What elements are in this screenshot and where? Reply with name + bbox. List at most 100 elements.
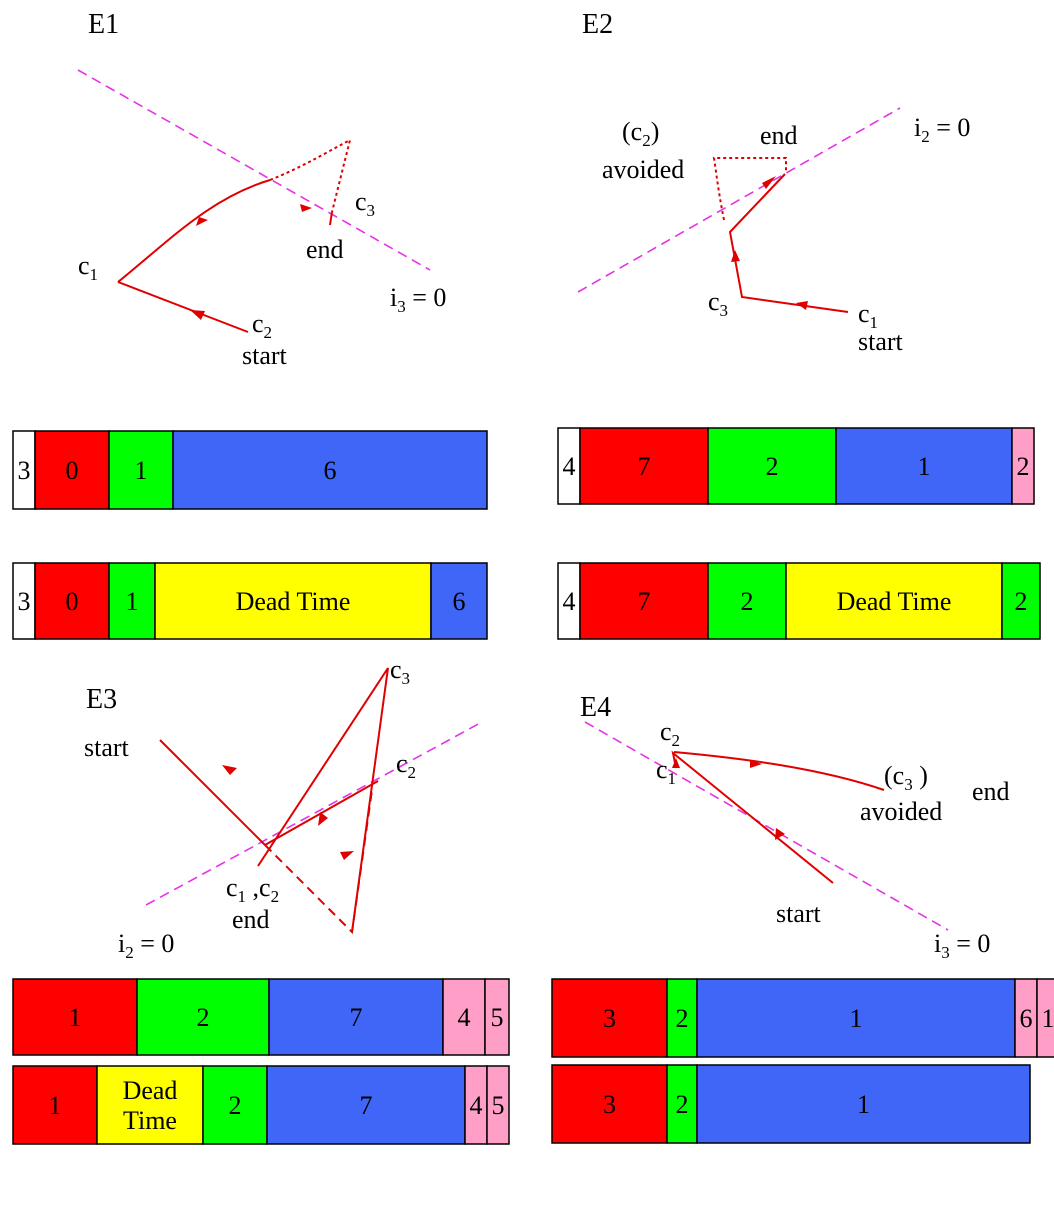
panel-e2: E2 (c2) avoided end i2 = 0 c3 c1 start <box>577 9 970 356</box>
bar-segment-green <box>707 427 837 505</box>
bar-segment-blue <box>696 1064 1031 1144</box>
label-c1-c2: c1 ,c2 <box>226 873 279 906</box>
panel-title-e1: E1 <box>88 9 119 40</box>
label-c3: c3 <box>355 187 375 220</box>
label-c2: c2 <box>660 717 680 750</box>
bar-segment-label: 4 <box>563 452 576 481</box>
direction-arrow <box>190 310 205 320</box>
label-avoided: avoided <box>860 797 942 826</box>
bar-segment-red <box>12 1065 98 1145</box>
bar-segment-label: 2 <box>197 1003 210 1032</box>
label-c3: c3 <box>708 287 728 320</box>
bar-segment-label: 3 <box>18 587 31 616</box>
bar-segment-label: Dead Time <box>236 587 351 616</box>
bar-segment-blue <box>268 978 444 1056</box>
bar-segment-yellow <box>154 562 432 640</box>
schedule-bar-e1-bottom: 3 0 1 Dead Time 6 <box>12 562 488 640</box>
switching-line-i3 <box>77 69 431 271</box>
bar-segment-red <box>579 427 709 505</box>
label-switching-line: i3 = 0 <box>390 283 446 316</box>
direction-arrow <box>762 176 776 189</box>
trajectory-segment <box>329 211 333 226</box>
label-c3-avoided: (c3 ) <box>884 761 928 794</box>
direction-arrow <box>222 765 237 775</box>
label-c1: c1 <box>656 755 676 788</box>
bar-segment-label: 4 <box>470 1091 483 1120</box>
label-start: start <box>776 899 822 928</box>
trajectory-segment <box>117 281 249 333</box>
bar-segment-label: 5 <box>491 1003 504 1032</box>
bar-segment-label: 1 <box>126 587 139 616</box>
label-c2-avoided: (c2) <box>622 117 659 150</box>
direction-arrow <box>731 250 740 262</box>
trajectory-segment <box>673 751 885 791</box>
label-start: start <box>84 733 130 762</box>
bar-segment-yellow <box>96 1065 204 1145</box>
trajectory-dotted-segment <box>712 157 787 221</box>
bar-segment-green <box>666 1064 698 1144</box>
bar-segment-label: 7 <box>638 452 651 481</box>
bar-segment-red <box>551 1064 668 1144</box>
label-switching-line: i3 = 0 <box>934 929 990 962</box>
bar-segment-label: 7 <box>638 587 651 616</box>
label-c2: c2 <box>396 749 416 782</box>
direction-arrow <box>318 812 328 826</box>
label-end: end <box>760 121 798 150</box>
switching-line-i2 <box>145 721 483 906</box>
bar-segment-red <box>34 430 110 510</box>
bar-segment-label: 5 <box>492 1091 505 1120</box>
bar-segment-pink <box>486 1065 510 1145</box>
switching-line-i3 <box>584 721 949 931</box>
bar-segment-label: 7 <box>360 1091 373 1120</box>
bar-segment-label: 2 <box>676 1090 689 1119</box>
switching-line-i2 <box>577 107 901 293</box>
direction-arrow <box>196 217 208 226</box>
bar-segment-blue <box>430 562 488 640</box>
trajectory-segment <box>671 750 834 884</box>
bar-segment-label: 3 <box>603 1090 616 1119</box>
trajectory-segment <box>117 179 271 283</box>
label-c1: c1 <box>858 299 878 332</box>
label-start: start <box>242 341 288 370</box>
bar-segment-label: Dead <box>123 1076 178 1105</box>
bar-segment-green <box>108 562 156 640</box>
bar-segment-label: 1 <box>1042 1004 1054 1033</box>
label-start: start <box>858 327 904 356</box>
bar-segment-label: 6 <box>453 587 466 616</box>
bar-segment-label: 0 <box>66 587 79 616</box>
panel-title-e3: E3 <box>86 684 117 715</box>
label-end: end <box>972 777 1010 806</box>
label-c2: c2 <box>252 309 272 342</box>
bar-segment-label: 3 <box>18 456 31 485</box>
bar-segment-pink <box>1011 427 1035 505</box>
trajectory-dotted-segment <box>269 138 352 213</box>
panel-e4: E4 c2 c1 (c3 ) end avoided start i3 = 0 <box>580 692 1010 962</box>
bar-segment-blue <box>835 427 1013 505</box>
bar-segment-label: 4 <box>458 1003 471 1032</box>
bar-segment-blue <box>696 978 1016 1058</box>
bar-segment-label: 6 <box>1020 1004 1033 1033</box>
bar-segment-label: 3 <box>603 1004 616 1033</box>
bar-segment-label: Time <box>123 1106 177 1135</box>
bar-segment-label: 1 <box>850 1004 863 1033</box>
panel-e1: E1 c1 c2 start c3 end i3 = 0 <box>77 9 446 370</box>
label-c1: c1 <box>78 251 98 284</box>
direction-arrow <box>300 204 312 212</box>
bar-segment-blue <box>172 430 488 510</box>
bar-segment-label: 2 <box>766 452 779 481</box>
label-switching-line: i2 = 0 <box>118 929 174 962</box>
direction-arrow <box>750 760 762 768</box>
bar-segment-label: 2 <box>1017 452 1030 481</box>
label-end: end <box>232 905 270 934</box>
trajectory-segment <box>264 780 379 846</box>
bar-segment-label: Dead Time <box>837 587 952 616</box>
bar-segment-label: 6 <box>324 456 337 485</box>
